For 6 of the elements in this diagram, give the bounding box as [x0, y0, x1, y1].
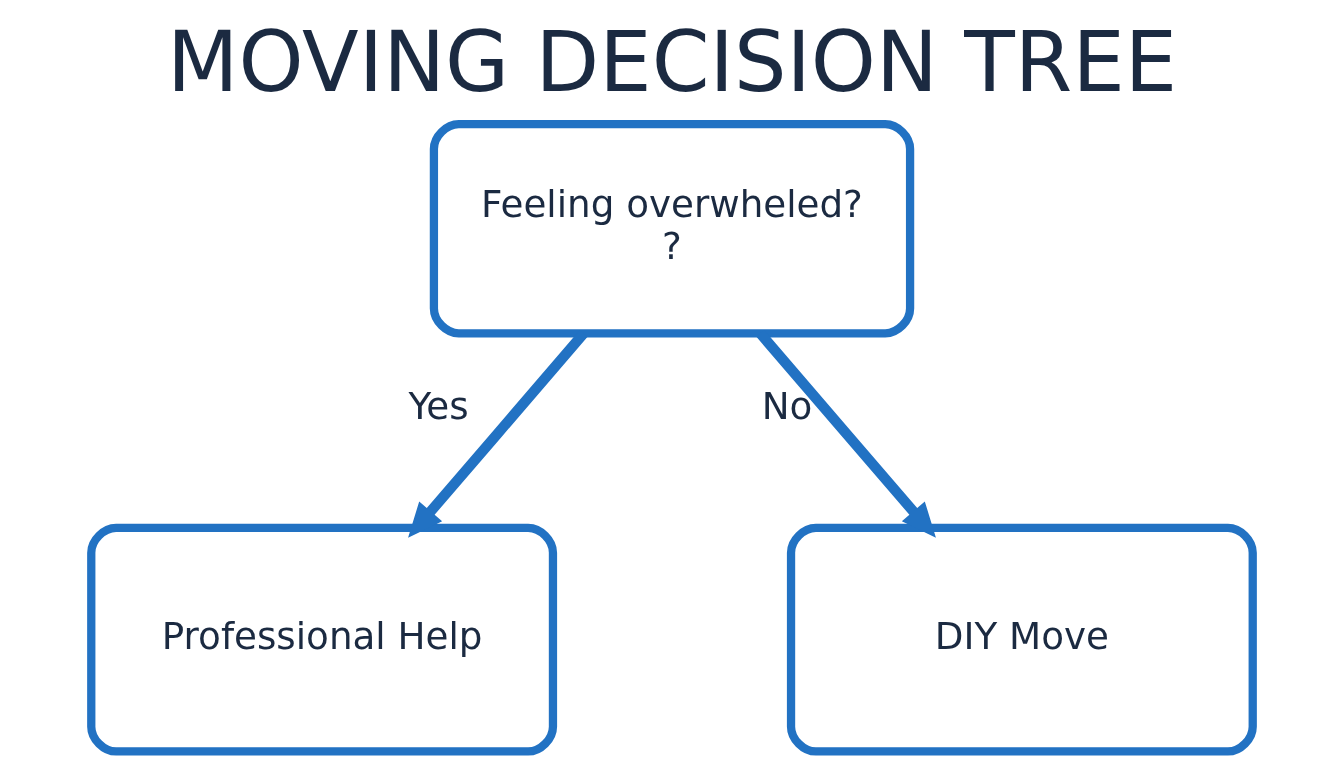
node-box: Professional Help	[87, 523, 558, 756]
node-box: DIY Move	[786, 523, 1257, 756]
edge-label: Yes	[408, 383, 469, 428]
edge-label: No	[761, 383, 813, 428]
node-box: Feeling overwheled? ?	[429, 120, 915, 338]
diagram-title: MOVING DECISION TREE	[166, 14, 1178, 112]
